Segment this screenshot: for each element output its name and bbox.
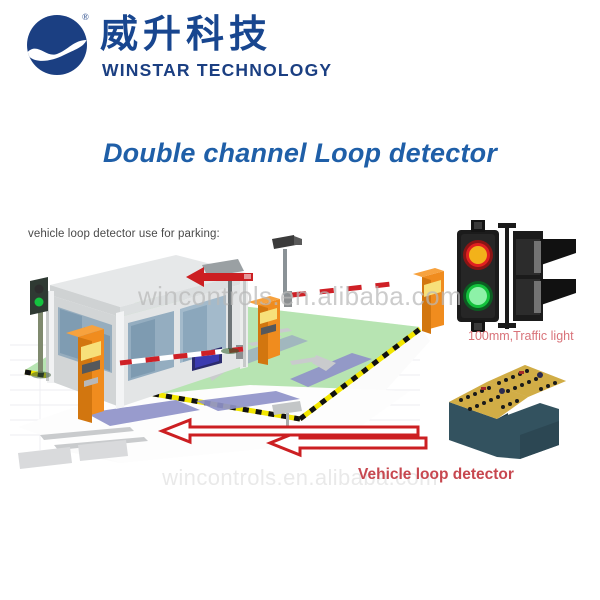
camera-pole xyxy=(272,235,302,295)
loop-slab-3 xyxy=(290,353,372,387)
ground-sign xyxy=(272,401,302,429)
traffic-light-product-photo xyxy=(457,220,576,332)
company-name-cn: 威升科技 xyxy=(100,12,273,56)
loop-detector-label: Vehicle loop detector xyxy=(358,466,514,483)
traffic-light-label: 100mm,Traffic light xyxy=(468,329,574,343)
loop-detector-product-photo xyxy=(449,365,566,459)
barrier-gate-right xyxy=(284,280,401,307)
ticket-machine-left xyxy=(66,325,104,423)
company-header: ® 威升科技 WINSTAR TECHNOLOGY xyxy=(24,8,354,88)
page-title: Double channel Loop detector xyxy=(102,138,498,168)
parking-scene-illustration: vehicle loop detector use for parking: w… xyxy=(0,195,600,515)
winstar-wave-circle-logo-icon xyxy=(26,14,88,76)
scene-caption: vehicle loop detector use for parking: xyxy=(28,228,220,240)
parking-scene-svg xyxy=(10,220,576,469)
sign-post-island xyxy=(202,259,244,354)
loop-detector-pointer-arrows xyxy=(157,417,428,458)
ticket-machine-far xyxy=(413,268,444,334)
ticket-machine-right xyxy=(248,296,280,365)
traffic-light-pole-left xyxy=(30,277,51,379)
loop-slab-2 xyxy=(196,391,300,411)
ground-text-marking xyxy=(18,440,128,469)
company-name-en: WINSTAR TECHNOLOGY xyxy=(102,60,333,80)
traffic-light-pointer-arrow xyxy=(186,267,253,287)
loop-slab-1 xyxy=(86,400,200,426)
registered-trademark-icon: ® xyxy=(82,12,89,22)
